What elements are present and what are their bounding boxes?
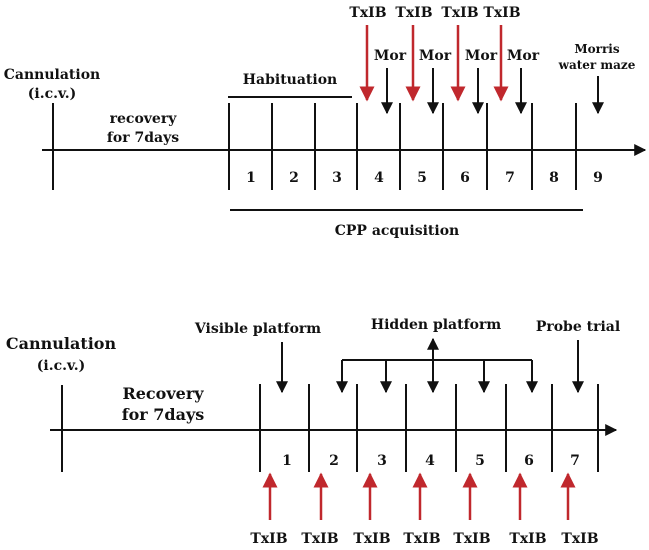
day-number: 7 (505, 170, 515, 186)
recovery-label-b-2: for 7days (122, 405, 205, 424)
txib-label: TxIB (353, 531, 390, 547)
day-numbers-b: 1 2 3 4 5 6 7 (282, 453, 580, 469)
day-number: 5 (417, 170, 427, 186)
hidden-platform-label: Hidden platform (371, 317, 501, 333)
probe-trial-label: Probe trial (536, 319, 620, 335)
txib-label: TxIB (441, 5, 478, 21)
cannulation-label-a: Cannulation (4, 67, 100, 83)
day-number: 6 (524, 453, 534, 469)
day-number: 7 (570, 453, 580, 469)
txib-label: TxIB (403, 531, 440, 547)
txib-label: TxIB (349, 5, 386, 21)
day-number: 1 (246, 170, 256, 186)
day-number: 2 (329, 453, 339, 469)
panel-a: Cannulation (i.c.v.) recovery for 7days … (4, 5, 647, 239)
icv-label-a: (i.c.v.) (28, 86, 76, 102)
txib-label: TxIB (453, 531, 490, 547)
txib-label: TxIB (395, 5, 432, 21)
txib-label: TxIB (301, 531, 338, 547)
txib-label: TxIB (509, 531, 546, 547)
recovery-label-b-1: Recovery (122, 384, 204, 403)
habituation-label: Habituation (243, 72, 337, 88)
txib-label: TxIB (561, 531, 598, 547)
mor-label: Mor (465, 48, 498, 64)
day-number: 2 (289, 170, 299, 186)
icv-label-b: (i.c.v.) (37, 358, 85, 374)
txib-label: TxIB (250, 531, 287, 547)
cannulation-label-b: Cannulation (6, 334, 117, 353)
day-number: 8 (549, 170, 559, 186)
visible-platform-label: Visible platform (194, 321, 321, 337)
recovery-label-a-2: for 7days (107, 130, 179, 146)
hidden-platform-bracket: Hidden platform (336, 317, 538, 394)
day-number: 4 (374, 170, 384, 186)
txib-group-a: TxIB TxIB TxIB TxIB (349, 5, 521, 102)
day-number: 3 (332, 170, 342, 186)
cpp-acquisition-label: CPP acquisition (335, 223, 459, 239)
day-ticks-b (259, 384, 599, 472)
mor-label: Mor (419, 48, 452, 64)
recovery-label-a-1: recovery (110, 111, 178, 127)
mor-label: Mor (507, 48, 540, 64)
day-numbers-a: 1 2 3 4 5 6 7 8 9 (246, 170, 603, 186)
txib-group-b: TxIB TxIB TxIB TxIB TxIB TxIB TxIB (250, 472, 599, 547)
day-number: 3 (377, 453, 387, 469)
day-ticks-a (228, 103, 577, 190)
day-number: 6 (460, 170, 470, 186)
panel-b: Cannulation (i.c.v.) Recovery for 7days … (6, 317, 620, 547)
day-number: 9 (593, 170, 603, 186)
morris-label-1: Morris (574, 42, 619, 56)
day-number: 1 (282, 453, 292, 469)
day-number: 4 (425, 453, 435, 469)
morris-label-2: water maze (558, 58, 636, 72)
mor-group-a: Mor Mor Mor Mor (374, 48, 540, 115)
day-number: 5 (475, 453, 485, 469)
mor-label: Mor (374, 48, 407, 64)
txib-label: TxIB (483, 5, 520, 21)
